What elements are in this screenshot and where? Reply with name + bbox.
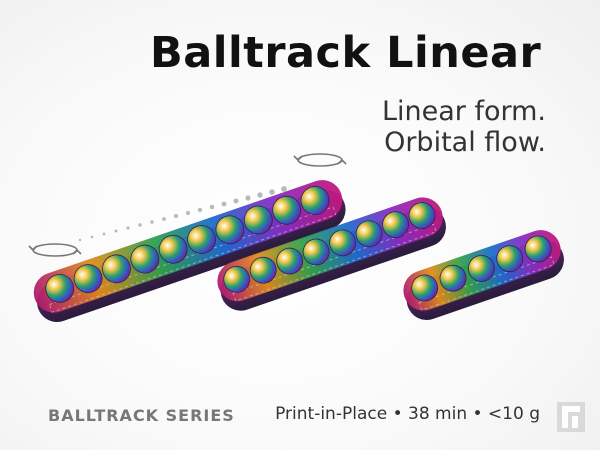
product-title: Balltrack Linear [150, 28, 542, 78]
tagline-line-2: Orbital flow. [384, 127, 546, 158]
tagline-line-1: Linear form. [381, 96, 546, 127]
medium-track [217, 197, 446, 311]
rotate-arrows-icon [28, 243, 82, 257]
specs-text: Print-in-Place • 38 min • <10 g [275, 404, 540, 424]
short-track [403, 230, 564, 320]
rotate-arrows-icon [293, 153, 347, 167]
brand-logo-icon [557, 402, 585, 432]
series-label: BALLTRACK SERIES [48, 406, 235, 425]
tagline: Linear form. Orbital flow. [330, 96, 546, 158]
motion-dots [78, 186, 287, 242]
long-track [33, 180, 346, 323]
